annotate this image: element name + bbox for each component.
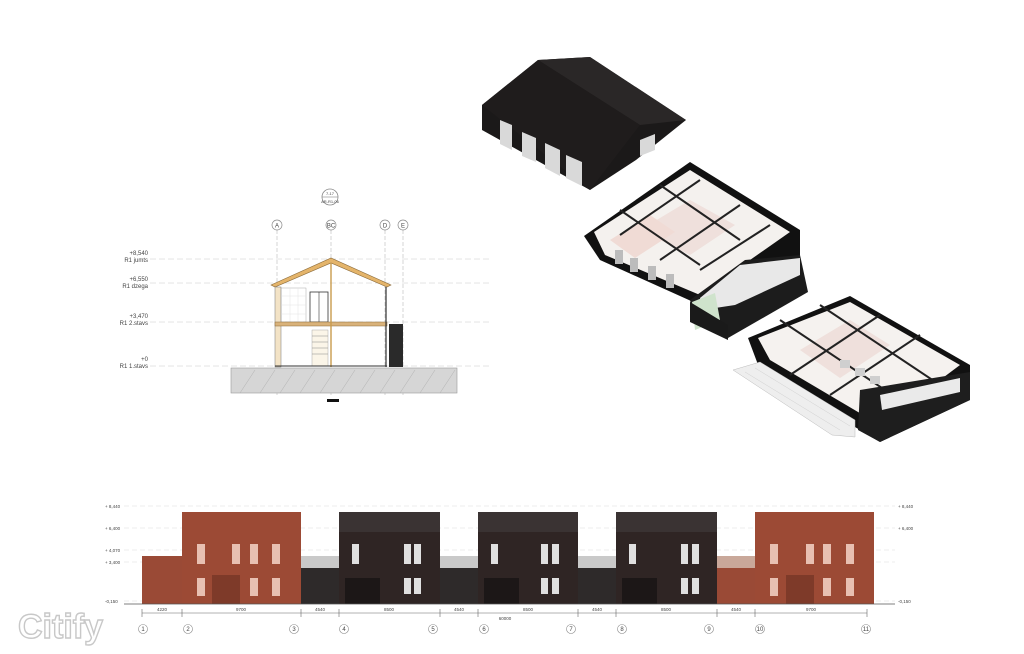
svg-text:R1 2.stavs: R1 2.stavs xyxy=(120,321,148,327)
grid-axis-label: D xyxy=(383,224,388,230)
citify-watermark-logo: Citify xyxy=(18,607,104,646)
axis-label: 7 xyxy=(569,627,573,633)
grid-axis-e: E xyxy=(397,219,409,395)
grid-axis-label: E xyxy=(401,224,405,230)
svg-text:R1 1.stavs: R1 1.stavs xyxy=(120,364,148,370)
svg-text:+ 6,400: + 6,400 xyxy=(898,526,914,531)
section-house xyxy=(270,257,403,368)
dimension-label: 8500 xyxy=(661,607,672,612)
street-elevation: + 8,440 + 6,400 + 4,070 + 3,400 -0,150 +… xyxy=(105,504,914,634)
grid-axis-label: A xyxy=(275,224,279,230)
axis-label: 4 xyxy=(342,627,346,633)
overall-dimension-label: 60000 xyxy=(499,616,512,621)
elevation-connectors xyxy=(142,556,755,604)
grid-axis-bc: BC xyxy=(325,219,337,395)
axis-label: 8 xyxy=(620,627,624,633)
svg-text:+8,540: +8,540 xyxy=(129,251,148,257)
callout-top: 7-17 xyxy=(326,191,335,196)
svg-text:+ 3,400: + 3,400 xyxy=(105,560,121,565)
svg-text:+ 4,070: + 4,070 xyxy=(105,548,121,553)
dimension-label: 4540 xyxy=(592,607,603,612)
callout-bottom: AR-R1-06 xyxy=(321,199,340,204)
level-label-second-floor: +3,470 R1 2.stavs xyxy=(120,314,149,327)
section-ground xyxy=(230,367,458,394)
dimension-label: 4540 xyxy=(731,607,742,612)
elevation-house-dark-1 xyxy=(339,512,440,604)
dimension-label: 8500 xyxy=(523,607,534,612)
dimension-label: 8500 xyxy=(384,607,395,612)
elevation-dimension-line: 4220 9700 4540 8500 4540 8500 4540 8500 … xyxy=(141,607,868,621)
svg-text:R1 jumts: R1 jumts xyxy=(124,258,148,264)
axo-upper-floor xyxy=(584,162,808,340)
svg-text:-0,150: -0,150 xyxy=(898,599,911,604)
dimension-label: 4540 xyxy=(454,607,465,612)
svg-text:+ 8,440: + 8,440 xyxy=(898,504,914,509)
elevation-axis-bubbles: 1 2 3 4 5 6 7 8 9 10 11 xyxy=(138,624,871,634)
watermark-text: Citify xyxy=(18,608,103,646)
axis-label: 9 xyxy=(707,627,711,633)
grid-axis-label: BC xyxy=(327,224,336,230)
svg-text:+ 8,440: + 8,440 xyxy=(105,504,121,509)
elevation-house-dark-3 xyxy=(616,512,717,604)
elevation-house-red-left xyxy=(182,512,301,604)
axis-label: 5 xyxy=(431,627,435,633)
level-label-first-floor: +0 R1 1.stavs xyxy=(120,357,149,370)
dimension-label: 9700 xyxy=(236,607,247,612)
axis-label: 11 xyxy=(863,627,870,633)
axo-roof xyxy=(482,57,686,190)
svg-text:+3,470: +3,470 xyxy=(129,314,148,320)
elevation-right-level-labels: + 8,440 + 6,400 -0,150 xyxy=(898,504,914,604)
axis-label: 10 xyxy=(757,627,764,633)
svg-text:R1 dzega: R1 dzega xyxy=(122,284,148,290)
axis-label: 2 xyxy=(186,627,190,633)
axis-label: 6 xyxy=(482,627,486,633)
svg-text:+ 6,400: + 6,400 xyxy=(105,526,121,531)
axis-label: 3 xyxy=(292,627,296,633)
axis-label: 1 xyxy=(141,627,145,633)
svg-text:-0,150: -0,150 xyxy=(105,599,118,604)
grid-axis-d: D xyxy=(379,219,391,395)
svg-text:+0: +0 xyxy=(141,357,149,363)
elevation-house-dark-2 xyxy=(478,512,578,604)
dimension-label: 4540 xyxy=(315,607,326,612)
axo-lower-floor xyxy=(732,296,970,442)
elevation-left-level-labels: + 8,440 + 6,400 + 4,070 + 3,400 -0,150 xyxy=(105,504,121,604)
section-drawing: 7-17 AR-R1-06 A BC D E xyxy=(120,188,490,402)
dimension-label: 9700 xyxy=(806,607,817,612)
exploded-axonometric xyxy=(482,57,970,442)
dimension-label: 4220 xyxy=(157,607,168,612)
level-label-eave: +6,550 R1 dzega xyxy=(122,277,148,290)
level-label-roof: +8,540 R1 jumts xyxy=(124,251,148,264)
grid-axis-a: A xyxy=(271,219,283,395)
svg-text:+6,550: +6,550 xyxy=(129,277,148,283)
elevation-house-red-right xyxy=(755,512,874,604)
